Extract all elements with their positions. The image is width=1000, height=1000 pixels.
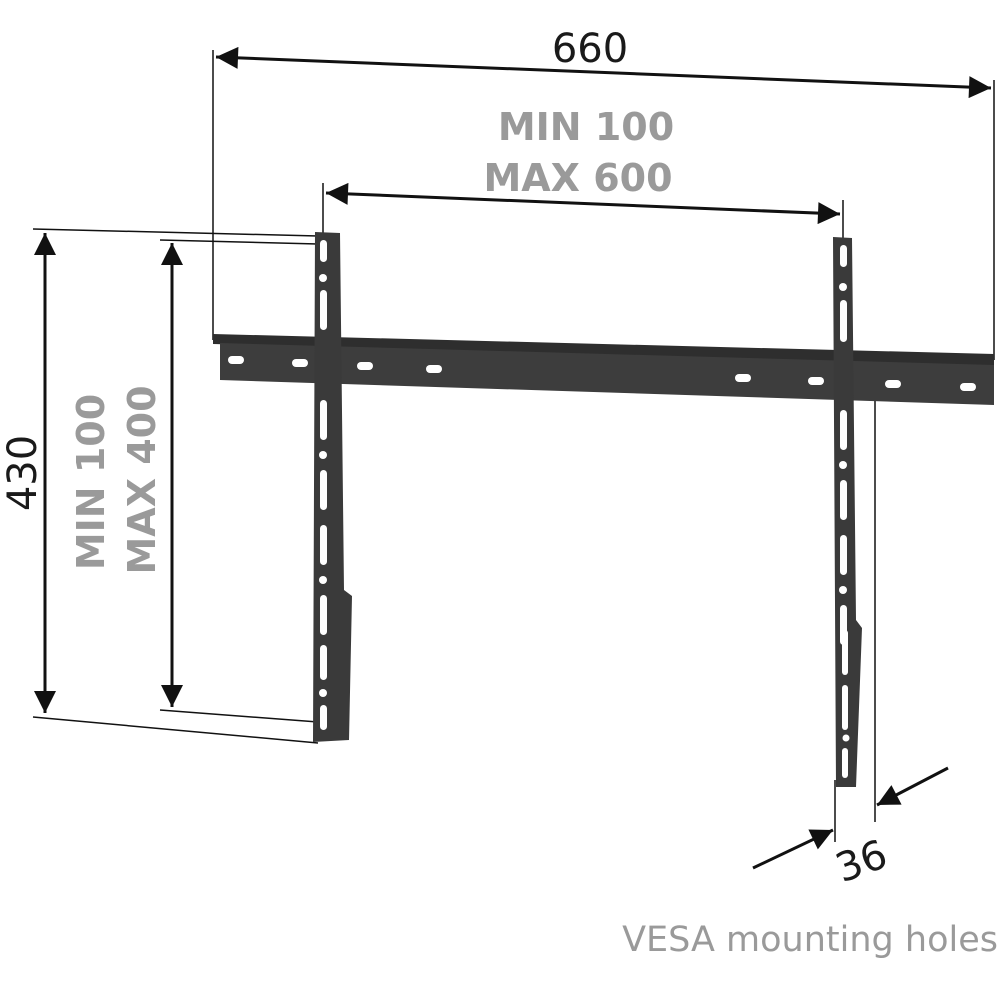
left-vertical-bracket — [313, 232, 352, 742]
depth-arrow-right — [876, 766, 949, 807]
wall-rail — [213, 334, 994, 405]
vertical-vesa-min-label: MIN 100 — [69, 394, 113, 570]
width-660-dim-line — [215, 46, 992, 99]
vertical-vesa-max-label: MAX 400 — [120, 385, 164, 574]
extension-lines — [32, 50, 995, 842]
horizontal-vesa-max-label: MAX 600 — [483, 156, 672, 200]
right-vertical-bracket — [833, 237, 862, 787]
dimension-lines — [34, 46, 992, 870]
rail-slots — [228, 356, 976, 391]
height-430-label: 430 — [0, 435, 46, 511]
width-660-label: 660 — [552, 26, 628, 72]
caption-vesa-mounting-holes: VESA mounting holes — [622, 920, 998, 960]
horizontal-vesa-min-label: MIN 100 — [498, 105, 674, 149]
vesa-horizontal-dim-line — [325, 182, 841, 225]
depth-36-label: 36 — [830, 831, 894, 892]
depth-arrow-left — [752, 828, 834, 870]
